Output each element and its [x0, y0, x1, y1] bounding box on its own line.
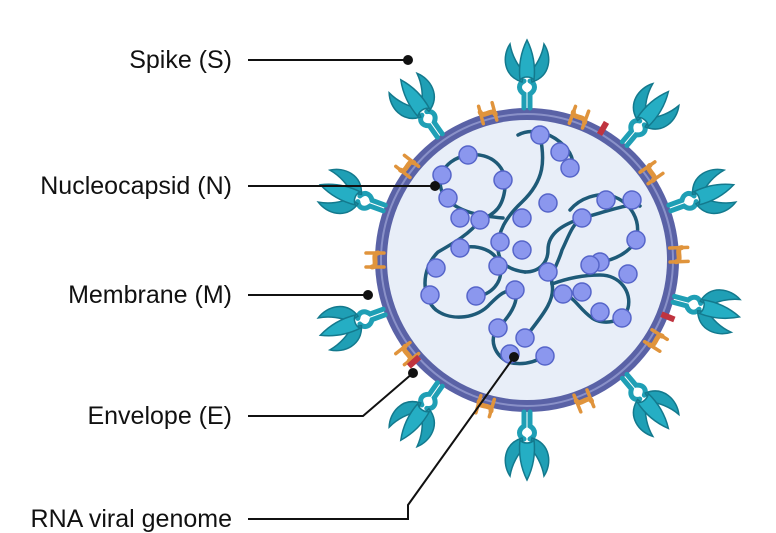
nucleocapsid-protein [530, 125, 550, 145]
nucleocapsid-protein [426, 258, 446, 278]
nucleocapsid-protein [488, 256, 508, 276]
nucleocapsid-protein [466, 286, 486, 306]
nucleocapsid-pointer-dot [430, 181, 440, 191]
nucleocapsid-protein [612, 308, 632, 328]
envelope-protein [406, 354, 422, 369]
rna-strand [568, 193, 640, 264]
nucleocapsid-protein [450, 238, 470, 258]
membrane-pointer-dot [363, 290, 373, 300]
envelope-proteins [406, 120, 676, 369]
nucleocapsid-protein [488, 318, 508, 338]
nucleocapsid-protein [493, 170, 513, 190]
rna-strand [491, 288, 547, 366]
rna-strand [423, 218, 517, 319]
nucleocapsid-protein [512, 208, 532, 228]
rna-strand [550, 273, 631, 324]
spike-protein [668, 278, 745, 338]
nucleocapsid-protein [538, 193, 558, 213]
nucleocapsid-protein [572, 282, 592, 302]
nucleocapsid-protein [622, 190, 642, 210]
nucleocapsid-protein [432, 165, 452, 185]
nucleocapsid-protein [420, 285, 440, 305]
nucleocapsid-protein [626, 230, 646, 250]
nucleocapsid-protein [553, 284, 573, 304]
spike-protein [313, 292, 392, 356]
nucleocapsid-protein [512, 240, 532, 260]
spike-protein [662, 164, 741, 228]
envelope-protein [660, 311, 676, 323]
rna-genome [423, 129, 642, 366]
nucleocapsid-protein [490, 232, 510, 252]
nucleocapsid-protein [590, 302, 610, 322]
nucleocapsid-protein [572, 208, 592, 228]
rna-genome-label: RNA viral genome [30, 505, 232, 533]
leader-lines [248, 59, 515, 520]
nucleocapsid-proteins [420, 125, 646, 366]
nucleocapsid-protein [538, 262, 558, 282]
nucleocapsid-protein [580, 255, 600, 275]
spike-label: Spike (S) [129, 46, 232, 74]
envelope-label: Envelope (E) [87, 402, 232, 430]
nucleocapsid-protein [458, 145, 478, 165]
viral-interior [387, 120, 667, 400]
nucleocapsid-protein [450, 208, 470, 228]
nucleocapsid-protein [470, 210, 490, 230]
spike-protein [313, 164, 392, 228]
nucleocapsid-protein [550, 142, 570, 162]
membrane-inner-line [380, 113, 674, 407]
nucleocapsid-protein [515, 328, 535, 348]
nucleocapsid-protein [596, 190, 616, 210]
nucleocapsid-protein [438, 188, 458, 208]
nucleocapsid-protein [505, 280, 525, 300]
spike-protein [505, 412, 548, 480]
membrane-label: Membrane (M) [68, 281, 232, 309]
spike-protein [505, 40, 548, 108]
leader-dots [363, 55, 519, 378]
envelope-protein [596, 120, 610, 136]
envelope-pointer-dot [408, 368, 418, 378]
rna-leader-line [248, 356, 515, 520]
spike-pointer-dot [403, 55, 413, 65]
rna-pointer-dot [509, 352, 519, 362]
envelope-leader-line [248, 372, 414, 417]
nucleocapsid-protein [560, 158, 580, 178]
nucleocapsid-protein [618, 264, 638, 284]
nucleocapsid-label: Nucleocapsid (N) [40, 172, 232, 200]
nucleocapsid-protein [535, 346, 555, 366]
